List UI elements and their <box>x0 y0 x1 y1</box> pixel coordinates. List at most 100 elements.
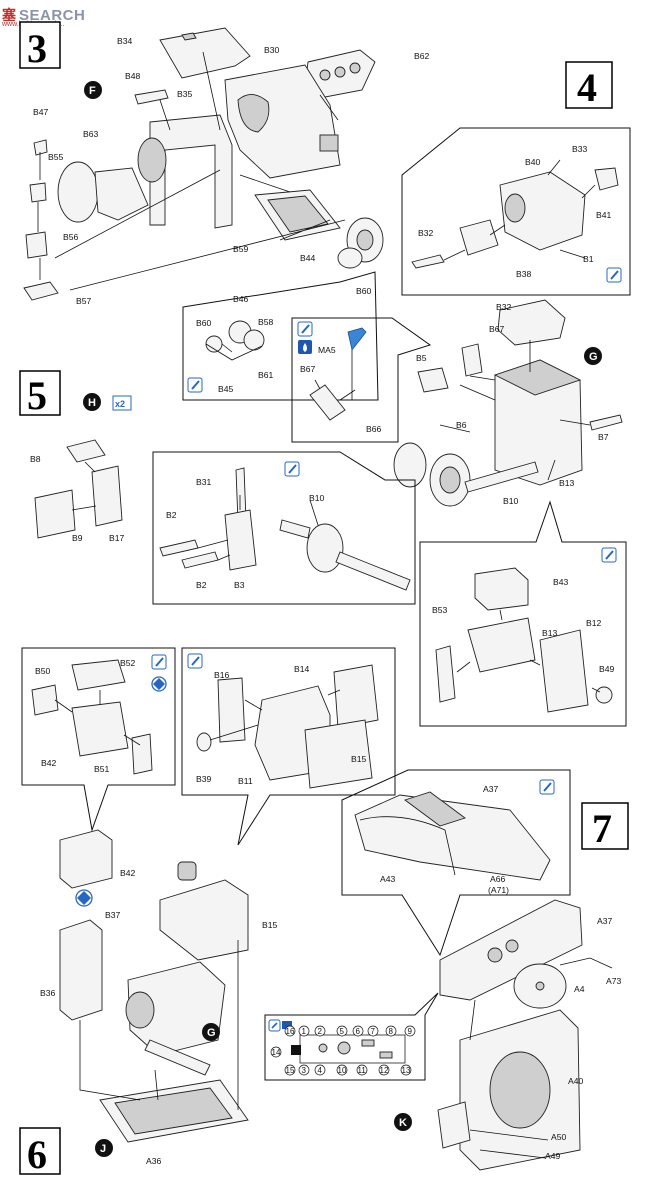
step-5-number: 5 <box>27 373 47 418</box>
decal-num-ring <box>385 1025 397 1037</box>
part-B52-lid <box>71 659 126 691</box>
decal-num-ring <box>336 1064 348 1076</box>
label-B50: B50 <box>35 666 51 676</box>
decal-num-13: 13 <box>402 1066 411 1075</box>
label-B46: B46 <box>233 294 249 304</box>
label-B13b: B13 <box>542 628 558 638</box>
part-decal-14 <box>291 1045 301 1055</box>
part-pulley-hub <box>356 229 374 251</box>
part-B32-lever <box>411 254 445 269</box>
marker-K-letter: K <box>399 1117 407 1129</box>
step-4-box <box>565 61 613 109</box>
part-B62-port <box>334 66 346 78</box>
callout-roof-box <box>341 769 571 957</box>
part-B34-cover <box>159 27 251 79</box>
decal-num-ring <box>298 1025 310 1037</box>
part-B3-bracket <box>224 509 257 571</box>
decal-num-8: 8 <box>389 1027 394 1036</box>
decal-number-row: 16 1 2 5 6 7 8 9 <box>284 1025 416 1037</box>
paint-split-shape <box>77 891 91 905</box>
quantity-badge <box>112 395 132 411</box>
watermark-brand: SEARCH <box>19 6 86 24</box>
decal-num-ring <box>378 1064 390 1076</box>
part-B15-dashboard <box>159 879 249 961</box>
decal-num-2: 2 <box>318 1027 323 1036</box>
label-B2b: B2 <box>196 580 207 590</box>
label-B67b: B67 <box>489 324 505 334</box>
step-5-leaders <box>71 461 97 511</box>
label-B39: B39 <box>196 774 212 784</box>
label-B15b: B15 <box>262 920 278 930</box>
label-B3: B3 <box>234 580 245 590</box>
part-B43-box <box>474 567 529 611</box>
label-A37b: A37 <box>597 916 613 926</box>
decal-num-ring <box>284 1064 296 1076</box>
label-B10a: B10 <box>503 496 519 506</box>
part-B33 <box>594 167 619 191</box>
glue-icon-brush <box>610 270 619 280</box>
decal-num-15: 15 <box>286 1066 295 1075</box>
label-B1: B1 <box>583 254 594 264</box>
label-A73: A73 <box>606 976 622 986</box>
step-7-number: 7 <box>592 806 612 851</box>
label-B42b: B42 <box>120 868 136 878</box>
callout-panel-box <box>181 647 396 846</box>
part-decal-switch <box>379 1051 393 1059</box>
callout-housing-box <box>419 500 627 727</box>
step-7-leaders <box>469 999 549 1159</box>
part-B30-engine-block <box>224 64 341 179</box>
part-B67b <box>461 343 483 377</box>
paint-split-shape <box>153 678 165 690</box>
decal-num-ring <box>314 1025 326 1037</box>
quantity-badge-label: x2 <box>115 399 125 409</box>
label-B8: B8 <box>30 454 41 464</box>
label-B13a: B13 <box>559 478 575 488</box>
part-B32-assembly <box>497 299 566 346</box>
label-B33: B33 <box>572 144 588 154</box>
step-3-box <box>19 21 61 69</box>
step-4-number: 4 <box>577 65 597 110</box>
label-B45: B45 <box>218 384 234 394</box>
part-B50-bracket <box>31 684 59 716</box>
part-B42-battery <box>59 829 113 889</box>
part-B36-panel <box>59 919 103 1021</box>
part-A40-grille <box>489 1051 551 1129</box>
label-B47: B47 <box>33 107 49 117</box>
part-B10-stub <box>279 519 311 539</box>
glue-icon-brush <box>605 550 614 560</box>
part-B10-shaft-end <box>306 523 344 573</box>
part-B60-pulley-small <box>205 335 223 353</box>
part-B10-shaft <box>464 461 539 493</box>
decal-num-ring <box>284 1025 296 1037</box>
label-A36: A36 <box>146 1156 162 1166</box>
label-B16: B16 <box>214 670 230 680</box>
part-B34-detail <box>181 32 197 41</box>
part-B8-seat <box>66 439 106 463</box>
decal-num-10: 10 <box>338 1066 347 1075</box>
part-B13-housing <box>467 617 536 673</box>
step-3-leaders <box>37 51 346 291</box>
step-6-number: 6 <box>27 1132 47 1177</box>
marker-G2-letter: G <box>207 1027 216 1039</box>
label-A37a: A37 <box>483 784 499 794</box>
shift-leaders <box>197 495 319 561</box>
label-B9: B9 <box>72 533 83 543</box>
label-B17: B17 <box>109 533 125 543</box>
decal-num-ring <box>270 1046 282 1058</box>
part-B61-belt <box>205 343 263 361</box>
decal-num-ring <box>400 1064 412 1076</box>
marker-F-icon <box>84 81 102 99</box>
part-A50-bracket <box>437 1101 471 1149</box>
marker-J-icon <box>95 1139 113 1157</box>
part-B63-air-cleaner <box>57 161 99 223</box>
glue-icon-brush <box>271 1022 278 1029</box>
decal-num-9: 9 <box>408 1027 413 1036</box>
part-B12-housing <box>539 629 589 713</box>
part-gauge <box>487 947 503 963</box>
label-B66: B66 <box>366 424 382 434</box>
label-B51: B51 <box>94 764 110 774</box>
label-B43: B43 <box>553 577 569 587</box>
label-MA5: MA5 <box>318 345 336 355</box>
label-B56: B56 <box>63 232 79 242</box>
